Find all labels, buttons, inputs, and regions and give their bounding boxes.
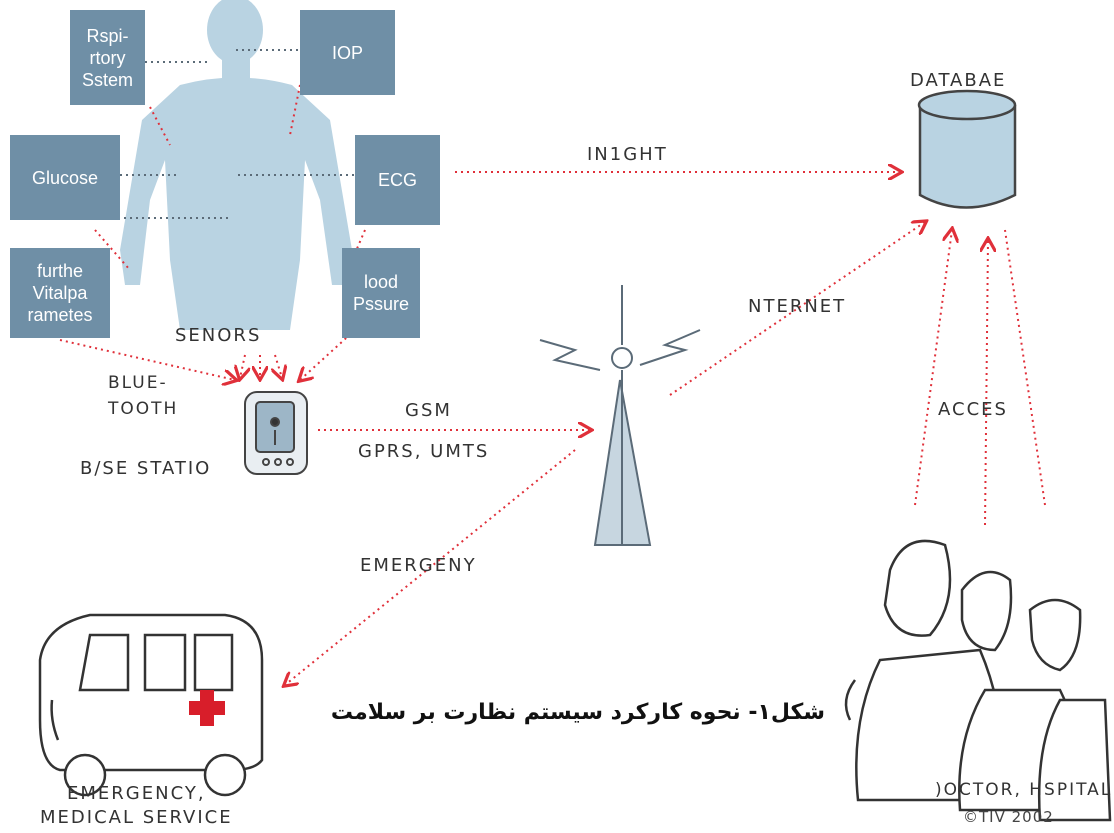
base-station-label: B/SE STATIO [80, 458, 212, 479]
red-cross-icon [189, 690, 225, 726]
copyright-label: ©TIV 2002 [963, 808, 1054, 826]
network-links [285, 172, 1046, 685]
sensor-blood-pressure: lood Pssure [342, 248, 420, 338]
sensor-ecg: ECG [355, 135, 440, 225]
figure-caption: شکل۱- نحوه کارکرد سیستم نظارت بر سلامت [330, 700, 825, 725]
bluetooth-label: BLUE- TOOTH [108, 373, 179, 419]
sensor-glucose: Glucose [10, 135, 120, 220]
internet-label: NTERNET [748, 296, 847, 317]
sensor-iop: IOP [300, 10, 395, 95]
emergency-medical-service-label: EMERGENCY, MEDICAL SERVICE [40, 783, 233, 828]
sensor-further-vital-parameters: furthe Vitalpa rametes [10, 248, 110, 338]
sensors-label: SENORS [175, 325, 262, 346]
access-label: ACCES [938, 399, 1008, 420]
human-body-figure [120, 0, 352, 330]
antenna-tower [539, 285, 701, 546]
database-label: DATABAE [910, 70, 1007, 91]
base-station-device [244, 391, 308, 475]
ambulance-vehicle [38, 613, 264, 797]
sensor-connectors [112, 49, 355, 219]
insight-label: IN1GHT [587, 144, 668, 165]
emergency-link-label: EMERGENY [360, 555, 477, 576]
gsm-label: GSM [405, 400, 452, 421]
sensor-respiratory-system: Rspi- rtory Sstem [70, 10, 145, 105]
doctors-illustration [844, 539, 1112, 822]
database-cylinder [917, 89, 1017, 209]
gprs-umts-label: GPRS, UMTS [358, 441, 490, 462]
doctor-hospital-label: )OCTOR, HSPITAL [935, 780, 1113, 800]
